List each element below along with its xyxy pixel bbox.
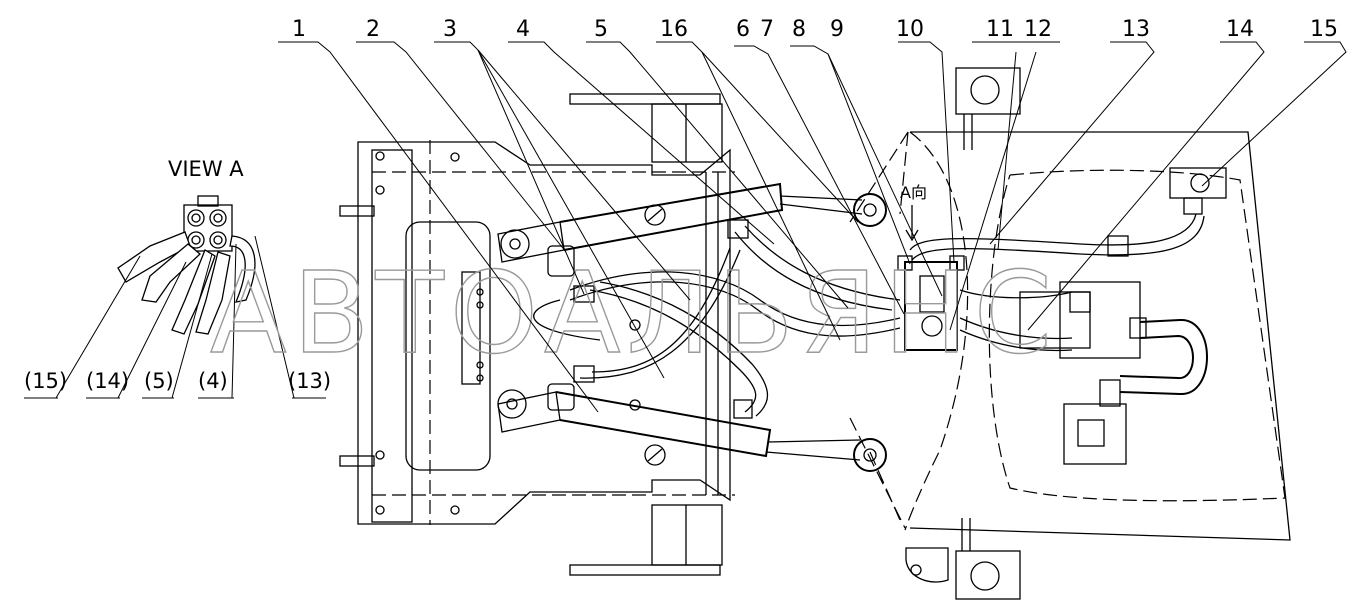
view-a-arrow-label: A向: [900, 183, 927, 202]
hydraulic-hoses: [533, 213, 1208, 419]
callout-1: 1: [292, 17, 306, 42]
callout-15: 15: [1310, 17, 1338, 42]
callout-3: 3: [443, 17, 457, 42]
callout-2: 2: [366, 17, 380, 42]
view-a-callout-5: (5): [144, 369, 174, 393]
callout-16: 16: [660, 17, 688, 42]
callout-7: 7: [760, 17, 774, 42]
view-a-callout-15: (15): [24, 369, 67, 393]
view-a-callout-4: (4): [198, 369, 228, 393]
view-a-callout-13: (13): [288, 369, 331, 393]
callout-10: 10: [896, 17, 924, 42]
callout-11: 11: [986, 17, 1014, 42]
callout-14: 14: [1226, 17, 1254, 42]
view-a-title: VIEW A: [168, 157, 244, 181]
callout-12: 12: [1024, 17, 1052, 42]
callout-8: 8: [792, 17, 806, 42]
callout-labels: 1 2 3 4 5 16 6 7 8 9 10 11 12 13 14 15: [292, 17, 1338, 42]
leader-lines: [278, 41, 1347, 413]
view-a-inset: VIEW A (15) (14) (5) (4) (13): [24, 157, 331, 399]
watermark-text: АВТОАЛЬЯНС: [210, 249, 1058, 379]
callout-4: 4: [516, 17, 530, 42]
callout-5: 5: [594, 17, 608, 42]
view-a-callout-14: (14): [86, 369, 129, 393]
callout-13: 13: [1122, 17, 1150, 42]
callout-9: 9: [830, 17, 844, 42]
view-a-direction-marker: A向: [900, 183, 927, 242]
callout-6: 6: [736, 17, 750, 42]
dozer-blade: [849, 67, 1291, 600]
